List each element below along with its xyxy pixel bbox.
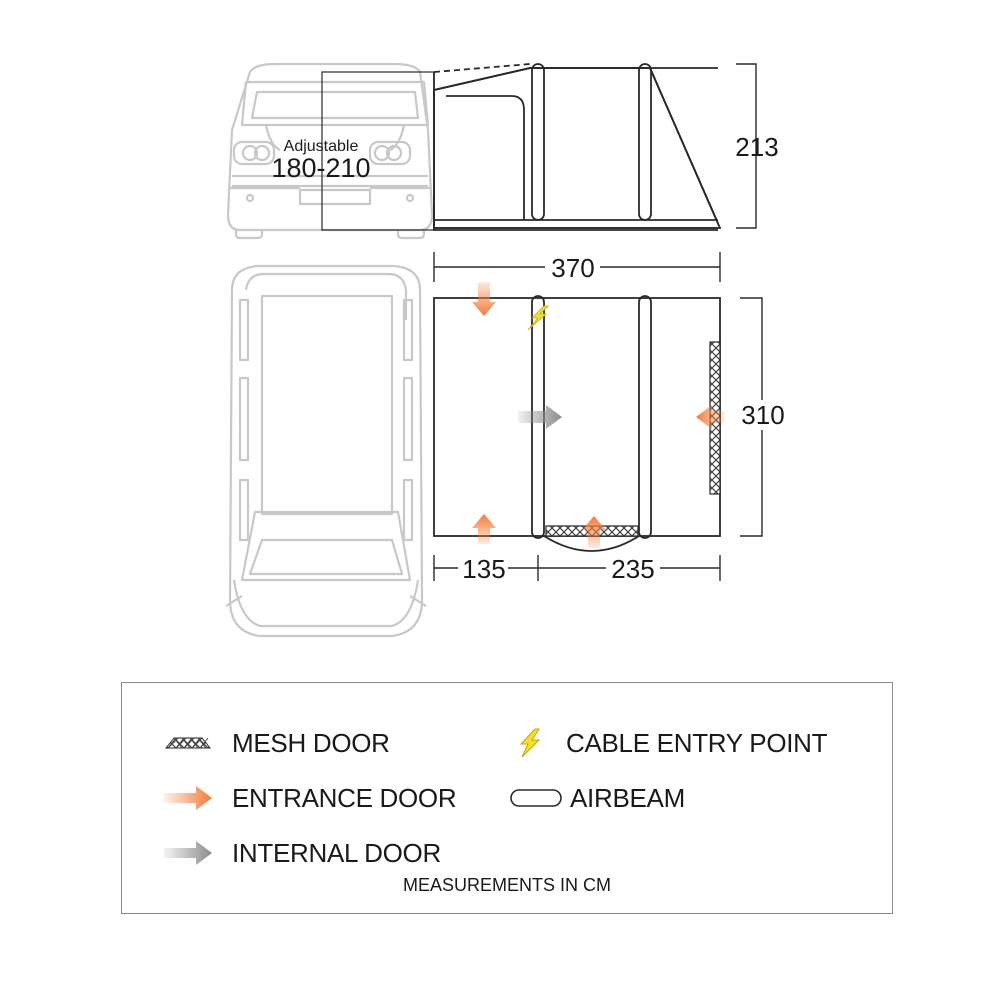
adjustable-label: Adjustable xyxy=(284,138,359,155)
legend: MESH DOOR CABLE ENTRY POINT ENTRANCE DOO… xyxy=(121,682,893,914)
awning-side-elevation xyxy=(433,63,722,231)
right-section-label: 235 xyxy=(611,554,654,584)
length-dimension-label: 370 xyxy=(551,253,594,283)
awning-floorplan-diagram: Adjustable 180-210 213 370 xyxy=(225,62,785,638)
left-section-label: 135 xyxy=(462,554,505,584)
awning-floor-plan xyxy=(433,295,721,552)
depth-dimension xyxy=(740,297,774,537)
internal-door-arrow xyxy=(518,405,562,429)
legend-label: MESH DOOR xyxy=(232,727,390,758)
legend-label: INTERNAL DOOR xyxy=(232,837,441,868)
van-top-view xyxy=(225,264,427,638)
measurement-units-note: MEASUREMENTS IN CM xyxy=(402,875,611,895)
entrance-door-arrow xyxy=(472,514,496,544)
lightning-bolt-icon xyxy=(527,305,549,331)
legend-label: CABLE ENTRY POINT xyxy=(566,727,828,758)
entrance-door-arrow xyxy=(696,405,724,429)
van-rear-view xyxy=(226,62,434,240)
length-dimension xyxy=(433,252,721,282)
section-dimensions xyxy=(433,555,721,581)
depth-dimension-label: 310 xyxy=(741,400,784,430)
airbeam-pill-icon xyxy=(510,778,562,818)
lightning-bolt-icon xyxy=(510,723,550,763)
legend-label: ENTRANCE DOOR xyxy=(232,782,457,813)
legend-item-internal-door: INTERNAL DOOR xyxy=(160,833,441,873)
orange-arrow-icon xyxy=(160,778,216,818)
grey-arrow-icon xyxy=(160,833,216,873)
adjustable-range: 180-210 xyxy=(271,153,370,183)
entrance-door-arrow xyxy=(472,282,496,316)
legend-item-mesh-door: MESH DOOR xyxy=(160,723,390,763)
legend-item-airbeam: AIRBEAM xyxy=(510,778,685,818)
entrance-door-arrow xyxy=(582,516,606,548)
legend-item-entrance-door: ENTRANCE DOOR xyxy=(160,778,457,818)
height-dimension-label: 213 xyxy=(735,132,778,162)
mesh-door-icon xyxy=(160,723,216,763)
height-dimension xyxy=(736,63,757,229)
legend-item-cable-entry: CABLE ENTRY POINT xyxy=(510,723,828,763)
legend-label: AIRBEAM xyxy=(570,782,685,813)
